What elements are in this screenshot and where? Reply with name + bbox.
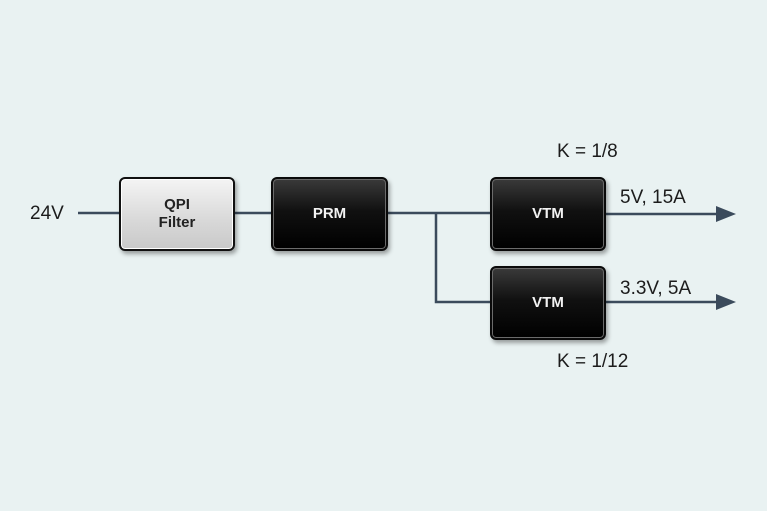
input-voltage-label: 24V [30, 203, 64, 224]
prm-label: PRM [312, 205, 347, 222]
vtm-bottom-label: VTM [532, 294, 564, 311]
vtm-bottom-block: VTM [490, 266, 606, 340]
top-output-label: 5V, 15A [620, 187, 686, 208]
bottom-output-arrow-icon [716, 294, 736, 310]
prm-block: PRM [271, 177, 388, 251]
qpi-filter-block: QPI Filter [119, 177, 235, 251]
bottom-ratio-label: K = 1/12 [557, 351, 629, 372]
top-ratio-label: K = 1/8 [557, 141, 618, 162]
branch-to-vtm-bottom-wire [434, 213, 490, 304]
bottom-output-label: 3.3V, 5A [620, 278, 692, 299]
vtm-top-block: VTM [490, 177, 606, 251]
vtm-top-label: VTM [532, 205, 564, 222]
qpi-filter-label: QPI Filter [158, 196, 196, 231]
top-output-arrow-icon [716, 206, 736, 222]
